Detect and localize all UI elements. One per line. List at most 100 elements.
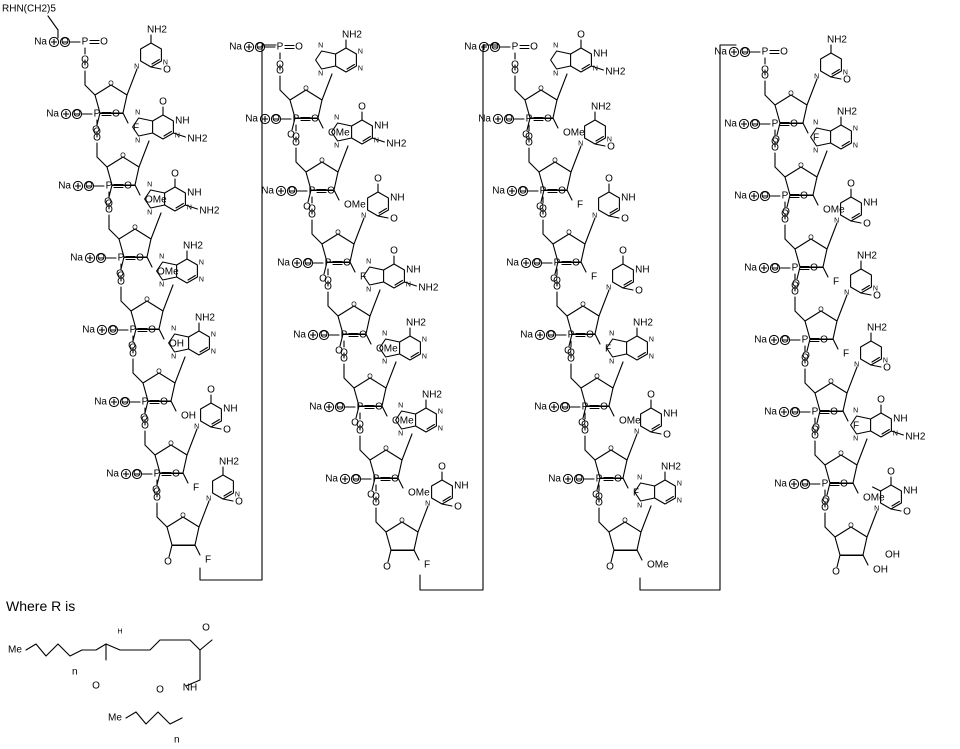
ring-oxygen: O (108, 81, 114, 88)
sodium-label: Na (478, 114, 491, 125)
sugar-3prime-oxygen: O (152, 485, 160, 496)
terminal-group: OH (885, 550, 900, 561)
phosphate-oxo-oxygen: O (572, 258, 580, 269)
base-ring (584, 119, 606, 145)
sugar-5prime-oxygen: O (372, 498, 380, 509)
ring-oxygen: O (622, 518, 628, 525)
p-double-bond-o (364, 404, 375, 410)
p-double-bond-o (332, 260, 343, 266)
ring-oxygen: O (566, 230, 572, 237)
glycosidic-nitrogen: N (814, 74, 819, 81)
base-ring (212, 474, 234, 500)
amino-group: NH2 (591, 102, 611, 113)
sugar-5prime-bond (784, 224, 796, 250)
phosphorus-atom: P (802, 335, 809, 346)
base-double-bond (637, 351, 646, 358)
positive-charge-icon (96, 324, 108, 336)
carbonyl-bond-2 (860, 292, 872, 296)
sodium-label: Na (229, 42, 242, 53)
base-double-bond (346, 63, 355, 70)
imidazole-nitrogen: N (609, 331, 614, 338)
sodium-counterion: Na (506, 257, 543, 269)
glycosidic-nitrogen: N (637, 503, 642, 510)
positive-charge-icon (738, 118, 750, 130)
ring-oxygen: O (798, 163, 804, 170)
ring-nitrogen: N (893, 431, 898, 438)
substituent-bond (636, 549, 643, 561)
imidazole-nitrogen: N (135, 110, 140, 117)
ring-nitrogen: N (438, 426, 443, 433)
p-double-bond-o (161, 471, 172, 477)
negative-charge-icon (573, 473, 585, 485)
ring-oxygen: O (818, 307, 824, 314)
ring-oxygen: O (351, 302, 357, 309)
sugar-ring (305, 161, 339, 191)
plus-sign (522, 259, 530, 267)
glycosidic-bond (640, 505, 652, 533)
substituent-bond (381, 405, 388, 417)
phosphorus-atom: P (118, 253, 125, 264)
p-double-bond-o (789, 193, 800, 199)
base-double-bond (175, 202, 184, 209)
amino-group: NH2 (147, 25, 167, 36)
phosphorus-atom: P (582, 402, 589, 413)
glycosidic-nitrogen: N (834, 218, 839, 225)
sugar-3prime-bond (339, 333, 344, 347)
negative-charge-icon (531, 257, 543, 269)
plus-sign (245, 43, 253, 51)
glycosidic-nitrogen: N (425, 501, 430, 508)
sugar-5prime-oxygen: O (308, 210, 316, 221)
amino-group: NH2 (837, 107, 857, 118)
substituent-bond (349, 261, 356, 273)
base-double-bond (623, 279, 632, 286)
imidazole-nitrogen: N (366, 259, 371, 266)
phosphate-oxo-oxygen: O (343, 258, 351, 269)
sugar-3prime-oxygen: O (92, 125, 100, 136)
sugar-3prime-bond (371, 477, 376, 491)
sugar-ring (804, 310, 838, 340)
sugar-5prime-oxygen: O (553, 282, 561, 293)
sugar-3prime-oxygen: O (550, 274, 558, 285)
sodium-label: Na (46, 109, 59, 120)
carbonyl-bond-2 (830, 76, 842, 80)
sugar-3prime-bond (387, 549, 392, 563)
ring-nitrogen: N (649, 354, 654, 361)
sodium-label: Na (534, 402, 547, 413)
phosphate-oxo-oxygen: O (780, 47, 788, 58)
base-double-bond (891, 500, 900, 507)
sugar-5prime-oxygen: O (356, 426, 364, 437)
glycosidic-bond (150, 212, 162, 240)
plus-sign (293, 259, 301, 267)
linker-bond (47, 15, 59, 39)
sugar-3prime-bond (796, 266, 801, 280)
negative-charge-icon (749, 118, 761, 130)
carbonyl-oxygen: O (577, 30, 585, 41)
sodium-counterion: Na (46, 109, 83, 120)
sugar-3prime-bond (554, 261, 559, 275)
sugar-3prime-oxygen: O (522, 130, 530, 141)
glycosidic-bond (866, 510, 878, 538)
sugar-substituent-f: F (424, 560, 430, 571)
phosphate-oxo-oxygen: O (820, 335, 828, 346)
positive-charge-icon (478, 41, 490, 53)
sugar-5prime-bond (359, 435, 371, 461)
sodium-label: Na (325, 474, 338, 485)
sugar-3prime-oxygen: O (383, 562, 391, 573)
glycosidic-nitrogen: N (853, 436, 858, 443)
negative-charge-icon (131, 468, 143, 480)
negative-charge-icon (334, 401, 346, 413)
sodium-counterion: Na (724, 118, 761, 130)
positive-charge-icon (506, 185, 518, 197)
sugar-3prime-bond (540, 189, 545, 203)
sodium-label: Na (106, 469, 119, 480)
positive-charge-icon (748, 190, 760, 202)
